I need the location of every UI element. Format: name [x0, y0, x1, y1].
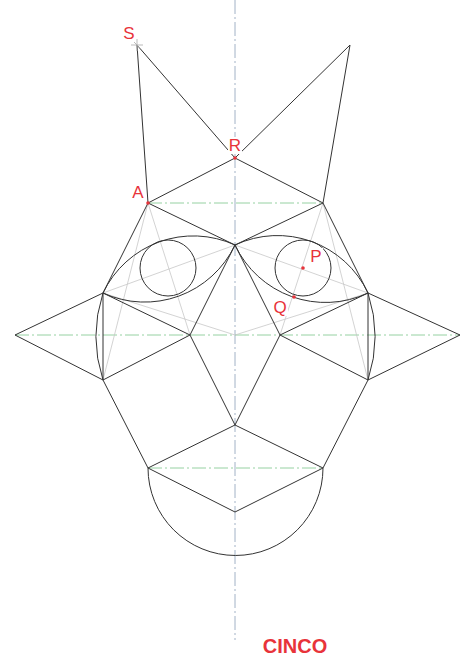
- point-label: Q: [272, 299, 287, 316]
- point-label: P: [309, 248, 322, 265]
- horizontal-axis: [15, 335, 460, 336]
- brow-axis: [148, 203, 323, 204]
- mask-outline: [15, 45, 460, 555]
- point-label: S: [122, 25, 135, 42]
- chin-axis: [148, 468, 323, 469]
- construction-lines: [103, 203, 368, 380]
- point-label: R: [228, 137, 242, 154]
- caption: CINCO: [263, 636, 327, 656]
- vertical-axis: [235, 0, 236, 640]
- point-label: A: [131, 184, 144, 201]
- point-marks: [146, 156, 305, 299]
